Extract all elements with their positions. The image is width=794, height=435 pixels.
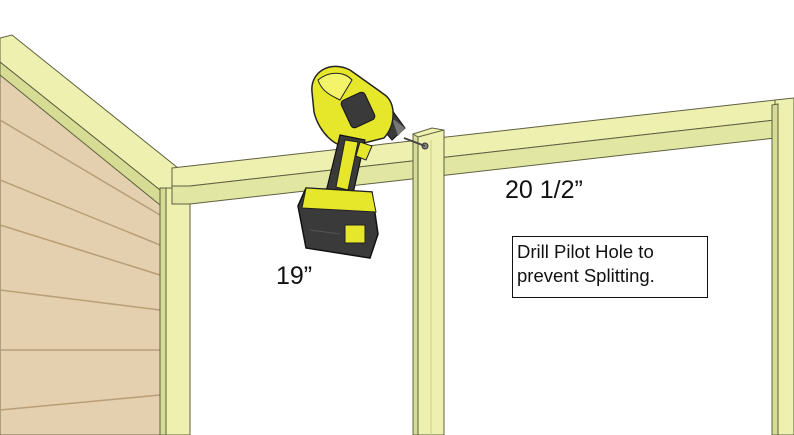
dimension-label-19: 19” xyxy=(276,262,313,290)
cordless-drill-icon xyxy=(297,65,406,259)
pilot-hole-note-box: Drill Pilot Hole to prevent Splitting. xyxy=(512,236,708,298)
screw-icon xyxy=(403,137,429,150)
dimension-label-20-half: 20 1/2” xyxy=(505,176,583,204)
header-beam xyxy=(171,99,776,205)
left-corner-post xyxy=(159,187,191,435)
note-line-2: prevent Splitting. xyxy=(517,265,655,286)
middle-stud xyxy=(412,127,445,435)
note-line-1: Drill Pilot Hole to xyxy=(517,241,654,262)
right-corner-post xyxy=(771,97,794,435)
left-wall-siding xyxy=(0,59,161,435)
